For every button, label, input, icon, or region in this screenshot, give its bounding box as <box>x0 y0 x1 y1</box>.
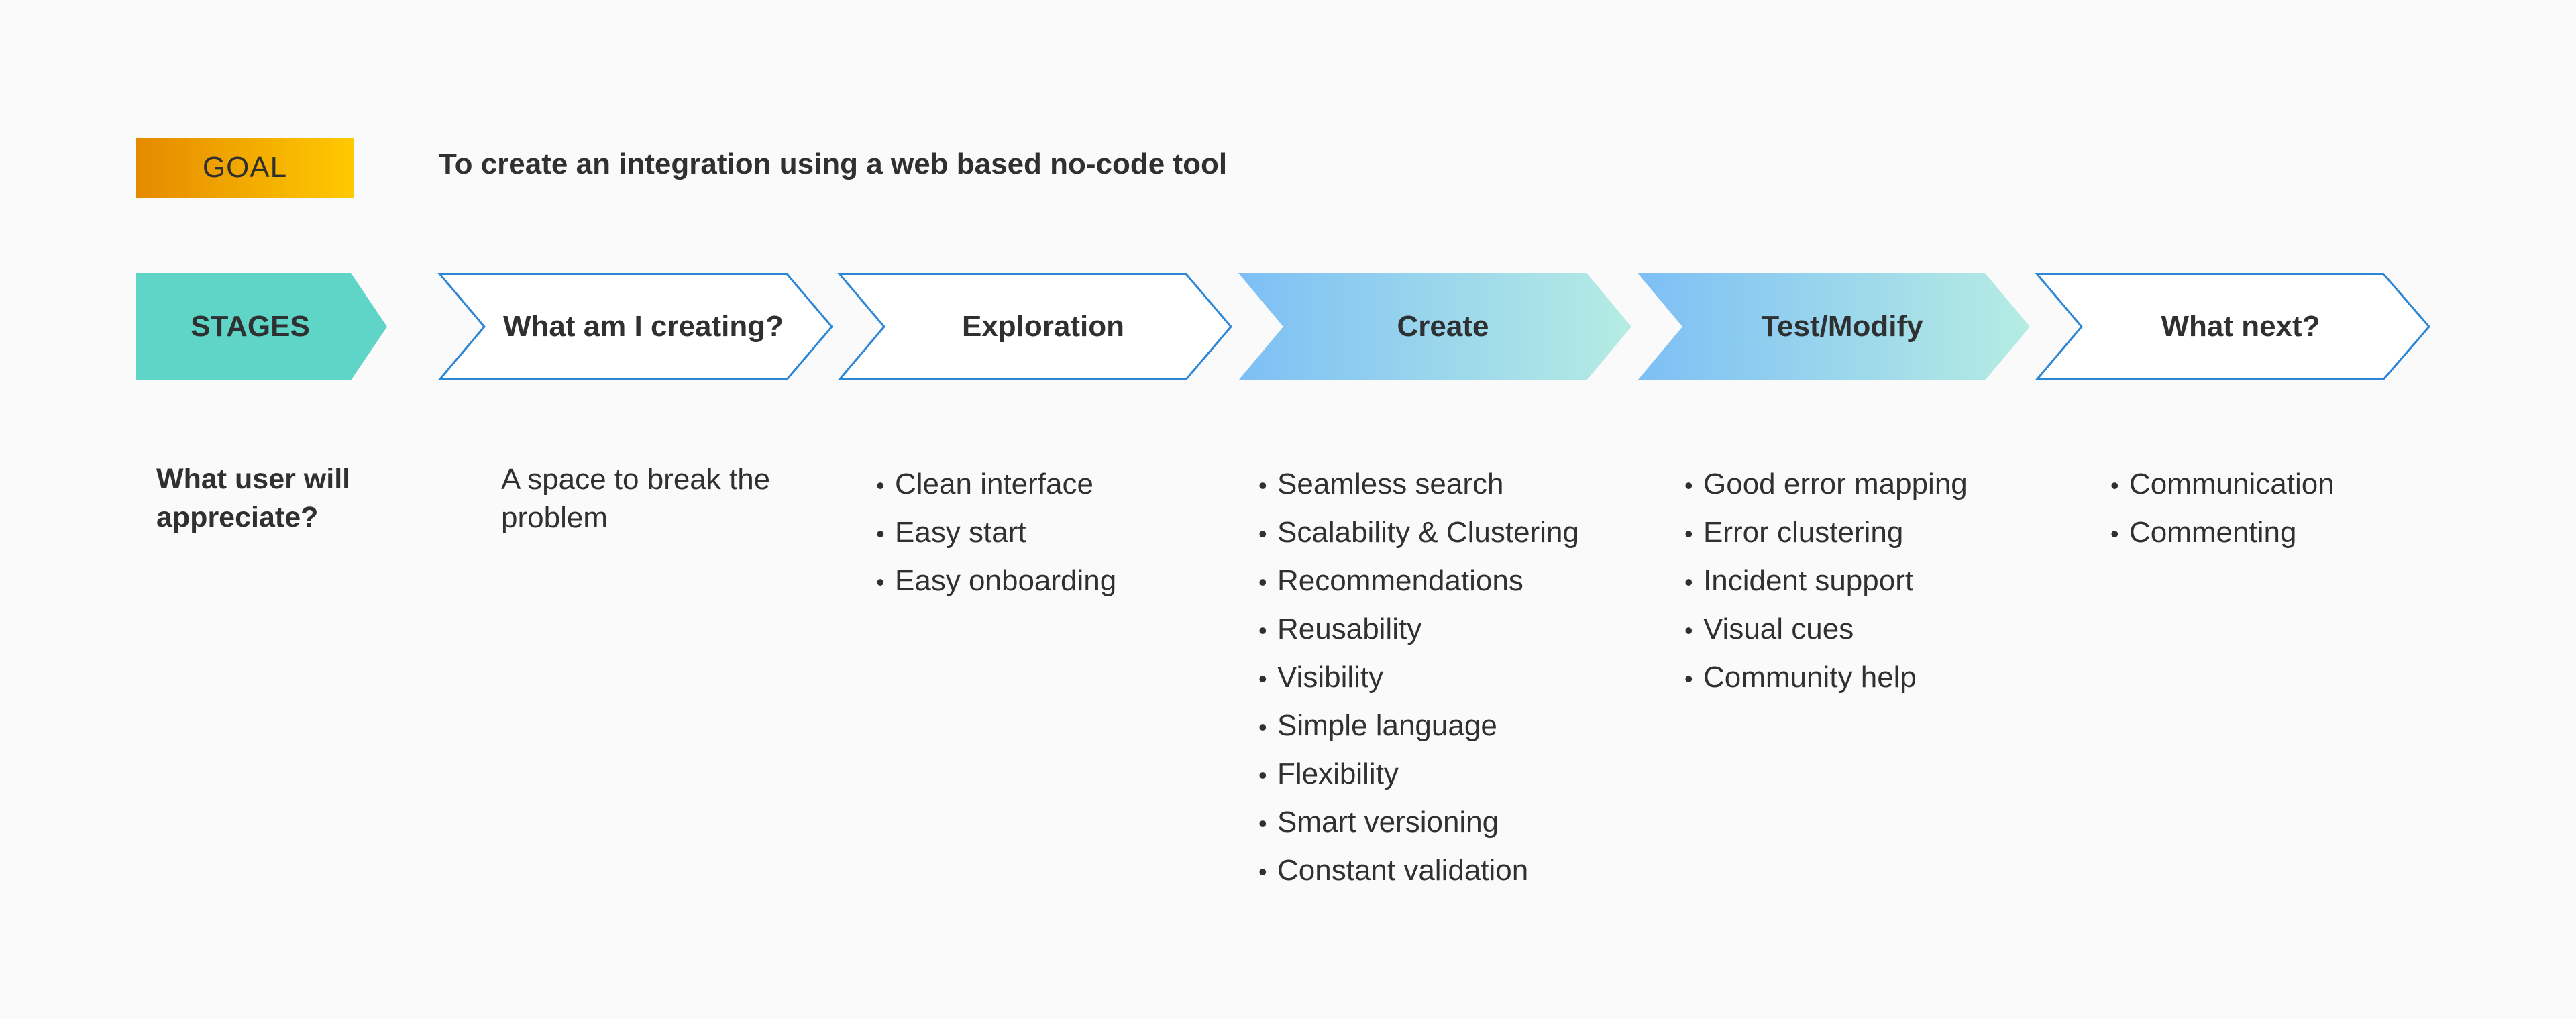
stage-test-modify: Test/Modify <box>1638 273 2030 380</box>
list-item: •Commenting <box>2110 516 2297 549</box>
list-item: •Visibility <box>1258 661 1384 694</box>
stage-what-next-shape <box>2035 273 2430 380</box>
list-item: •Communication <box>2110 468 2334 500</box>
list-item: •Good error mapping <box>1684 468 1968 500</box>
stage-what-next-label: What next? <box>2161 310 2320 343</box>
list-item: •Simple language <box>1258 709 1497 742</box>
list-item: •Reusability <box>1258 612 1422 645</box>
stage-what-am-i-creating-shape <box>437 273 833 380</box>
stage-stages-shape <box>136 273 387 380</box>
list-item: •Flexibility <box>1258 757 1399 790</box>
list-item: •Recommendations <box>1258 564 1523 597</box>
list-item: •Community help <box>1684 661 1917 694</box>
stage-exploration: Exploration <box>837 273 1232 380</box>
stage-exploration-shape <box>837 273 1232 380</box>
list-item: •Scalability & Clustering <box>1258 516 1579 549</box>
goal-badge: GOAL <box>136 138 354 198</box>
create-list: •Seamless search •Scalability & Clusteri… <box>1258 460 1579 895</box>
intro-text: A space to break the problem <box>501 463 771 534</box>
what-next-list: •Communication •Commenting <box>2110 460 2334 557</box>
stage-stages: STAGES <box>136 273 387 380</box>
stage-what-am-i-creating: What am I creating? <box>437 273 833 380</box>
list-item: •Constant validation <box>1258 854 1529 887</box>
goal-text: To create an integration using a web bas… <box>439 148 1228 180</box>
stage-test-modify-shape <box>1638 273 2030 380</box>
test-modify-list: •Good error mapping •Error clustering •I… <box>1684 460 1968 702</box>
stage-stages-label: STAGES <box>191 310 310 343</box>
stage-test-modify-label: Test/Modify <box>1761 310 1923 343</box>
appreciate-question: What user will appreciate? <box>156 463 351 533</box>
stage-create: Create <box>1238 273 1631 380</box>
list-item: •Error clustering <box>1684 516 1904 549</box>
list-item: •Easy onboarding <box>876 564 1117 597</box>
list-item: •Visual cues <box>1684 612 1854 645</box>
stage-what-next: What next? <box>2035 273 2430 380</box>
exploration-list: •Clean interface •Easy start •Easy onboa… <box>876 460 1116 605</box>
stage-create-label: Create <box>1397 310 1489 343</box>
stage-create-shape <box>1238 273 1631 380</box>
list-item: •Easy start <box>876 516 1026 549</box>
goal-badge-label: GOAL <box>202 151 288 184</box>
stage-what-am-i-creating-label: What am I creating? <box>502 310 784 343</box>
list-item: •Clean interface <box>876 468 1093 500</box>
list-item: •Seamless search <box>1258 468 1504 500</box>
list-item: •Incident support <box>1684 564 1914 597</box>
list-item: •Smart versioning <box>1258 806 1499 839</box>
stage-exploration-label: Exploration <box>961 310 1125 343</box>
